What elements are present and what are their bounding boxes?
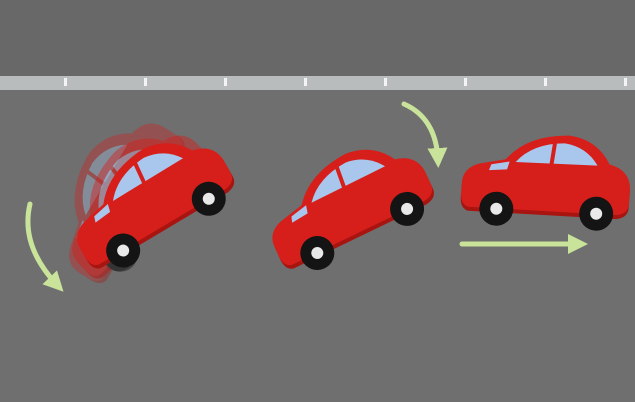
guardrail-post <box>304 78 307 86</box>
guardrail-post <box>464 78 467 86</box>
guardrail-post <box>224 78 227 86</box>
guardrail <box>0 76 635 90</box>
top-shoulder <box>0 0 635 84</box>
guardrail-post <box>384 78 387 86</box>
guardrail-post <box>64 78 67 86</box>
guardrail-post <box>144 78 147 86</box>
guardrail-post <box>544 78 547 86</box>
guardrail-post <box>624 78 627 86</box>
